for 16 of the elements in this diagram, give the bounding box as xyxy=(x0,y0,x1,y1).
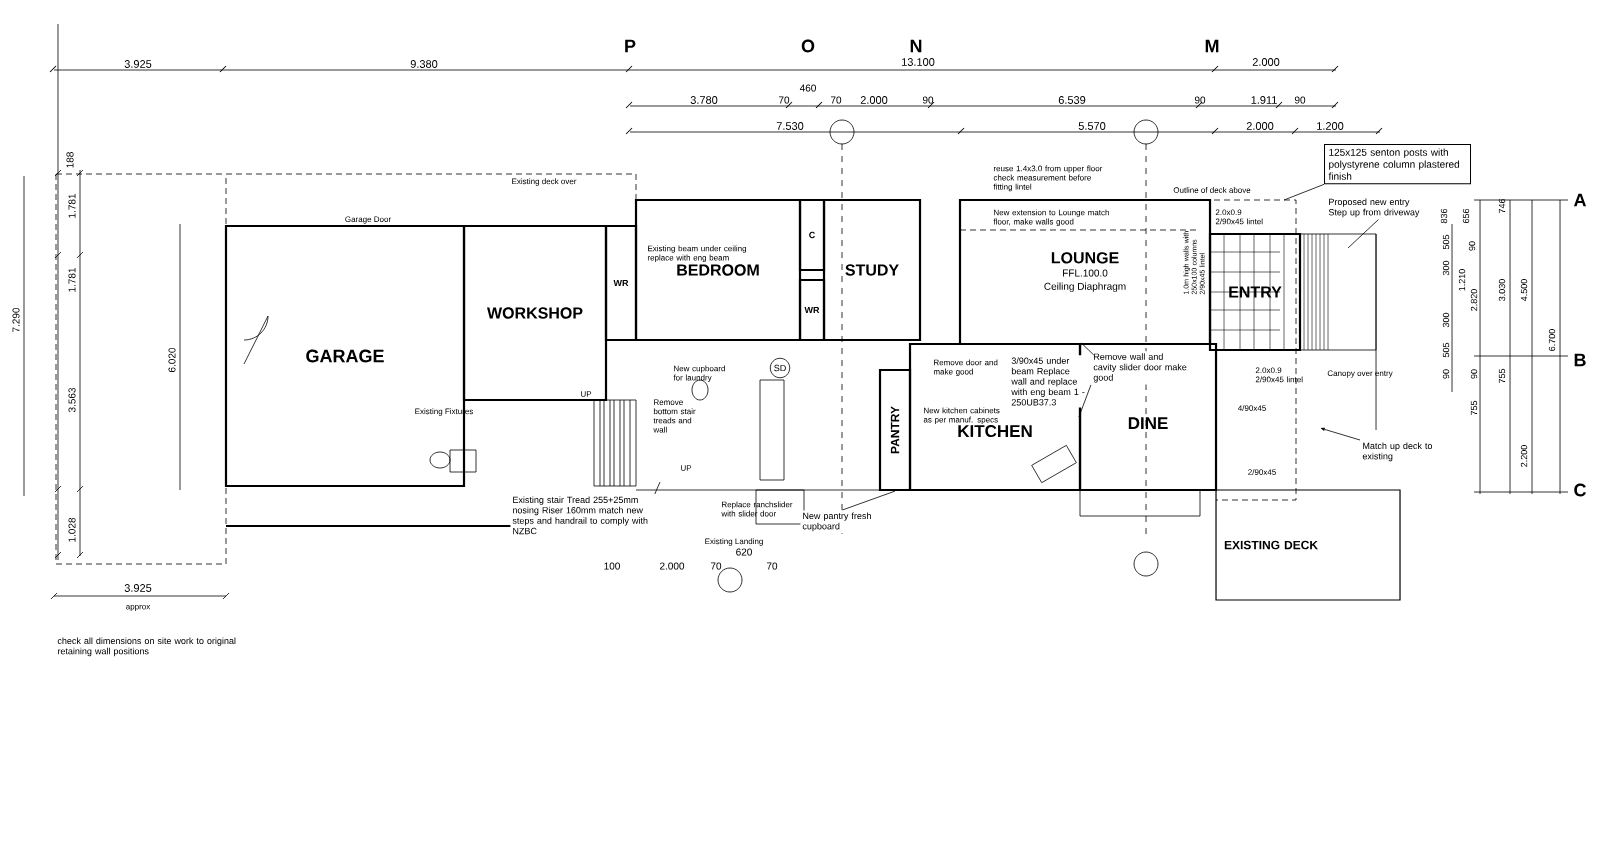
leader-line xyxy=(1078,384,1092,418)
grid-letter: N xyxy=(910,39,922,53)
room-outline: STUDY xyxy=(822,198,922,342)
leader-line xyxy=(1080,342,1095,356)
grid-letter: O xyxy=(801,39,815,53)
grid-letter: B xyxy=(1574,353,1586,367)
room-outline: ENTRY xyxy=(1208,232,1302,352)
leader-line xyxy=(1320,427,1361,441)
grid-letter: A xyxy=(1573,193,1587,207)
grid-letter: C xyxy=(1574,483,1587,497)
grid-letter: M xyxy=(1205,39,1219,53)
leader-line xyxy=(1283,183,1325,201)
grid-letter: P xyxy=(625,39,636,53)
leader-line xyxy=(1347,219,1379,249)
leader-line xyxy=(654,481,661,495)
leader-line xyxy=(842,490,896,511)
